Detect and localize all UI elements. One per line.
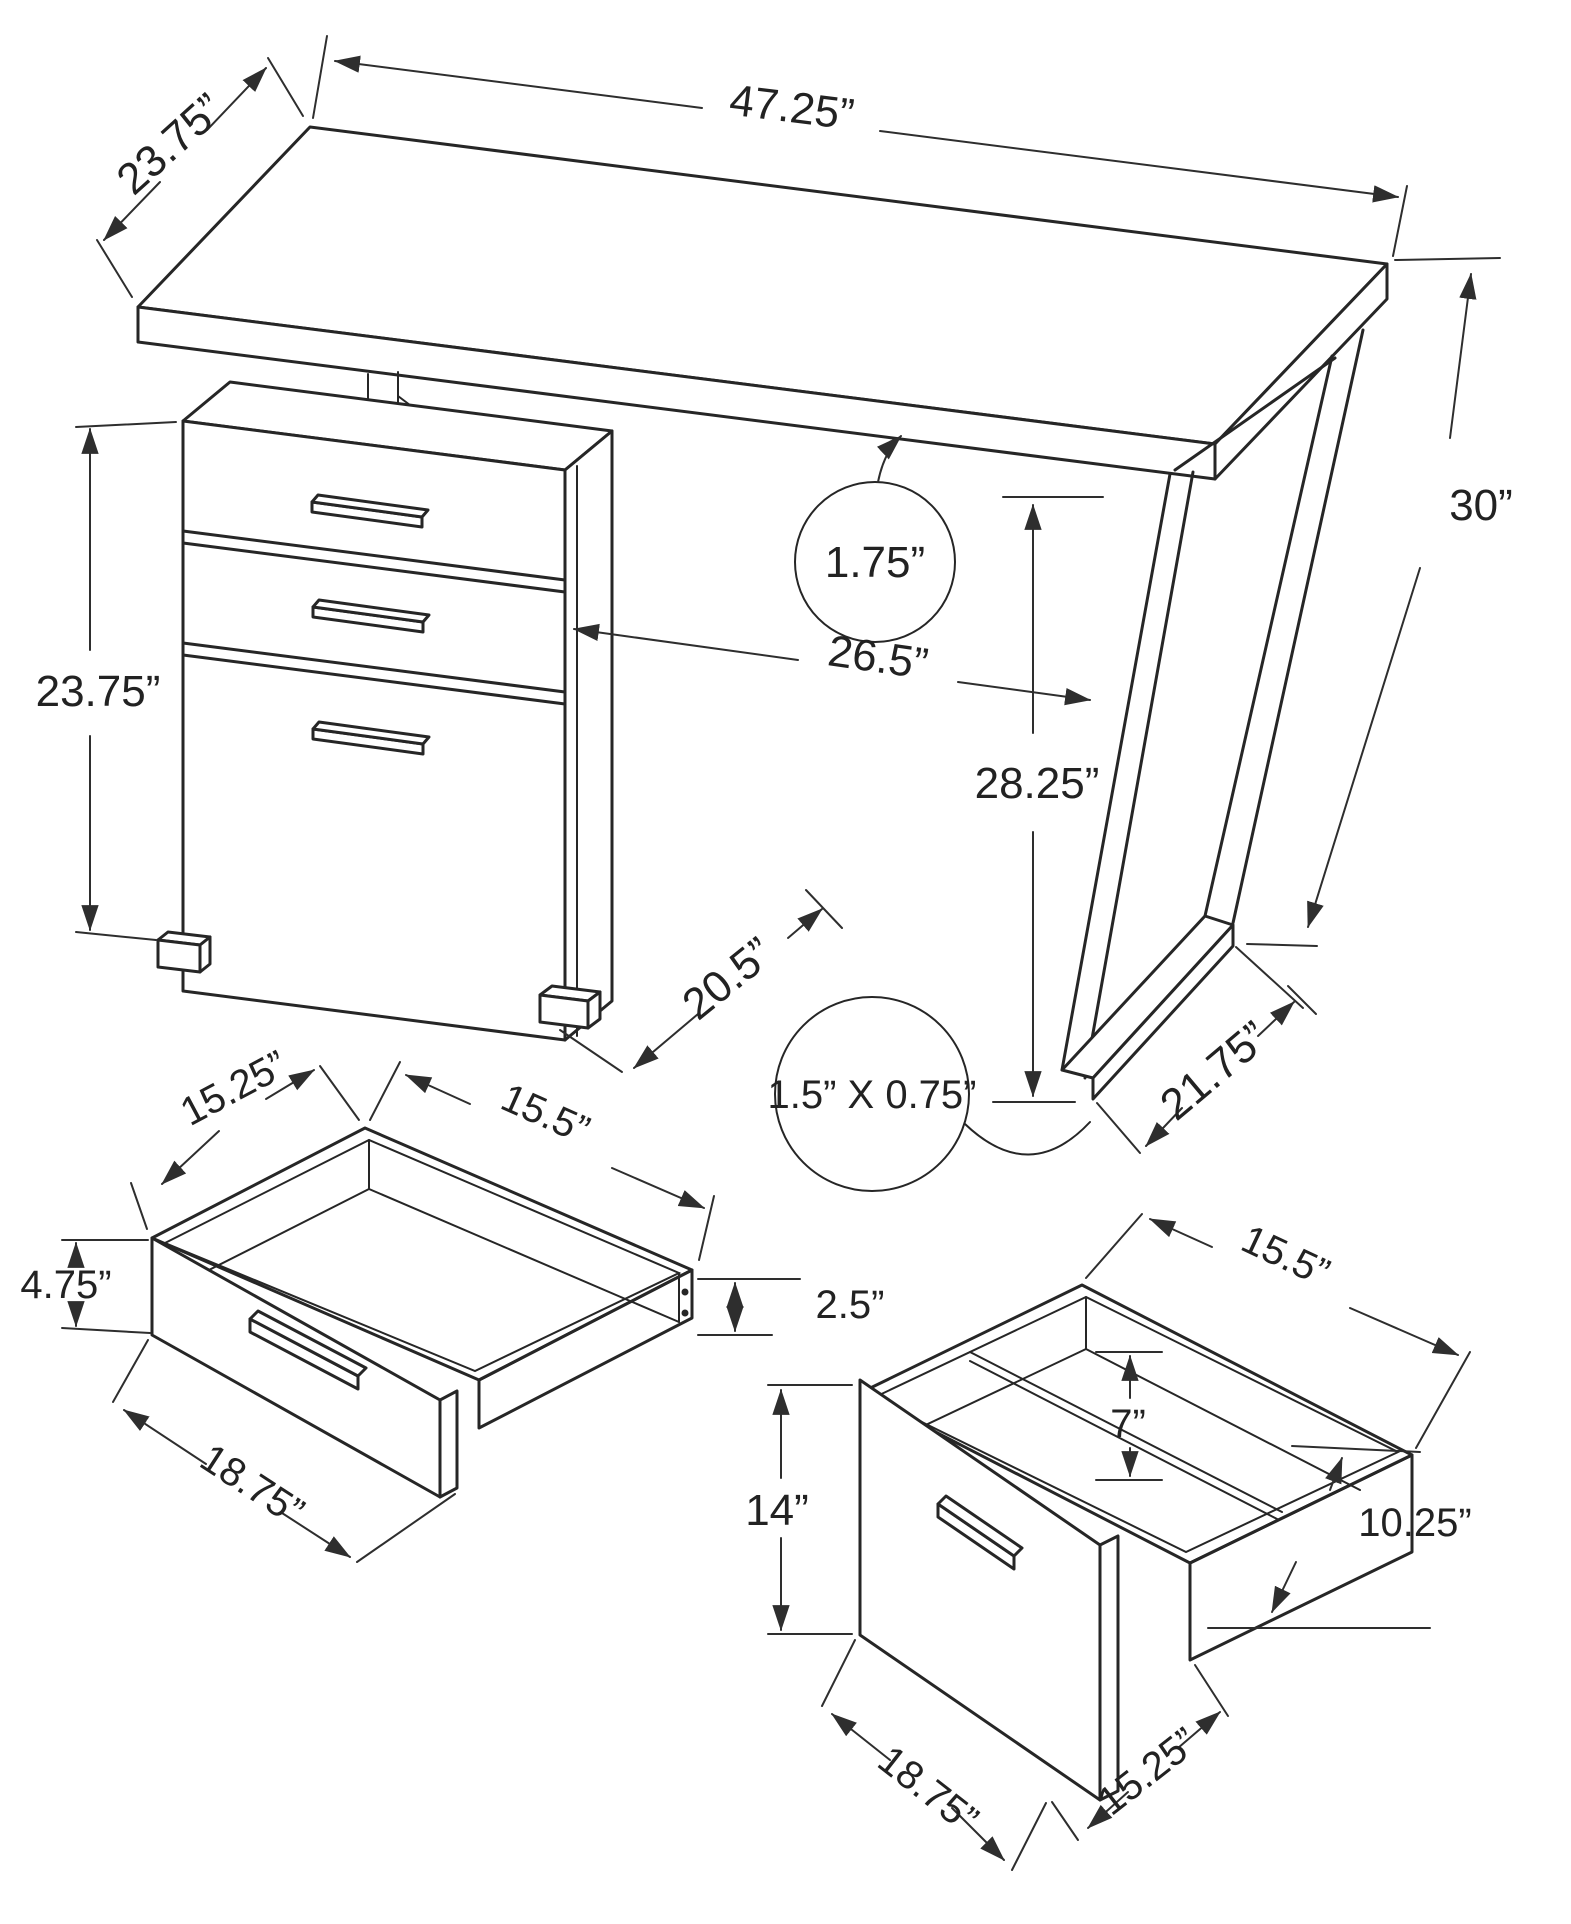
dim-file-drawer-front-height: 14” [745,1384,853,1635]
desk-figure: 47.25” 23.75” 23.75” 1.75” 2 [36,35,1513,1192]
drawer-handle [936,1494,1024,1571]
file-drawer-figure: 15.5” 7” 14” 10.25” [745,1213,1472,1871]
dim-label-knee-clearance: 26.5” [825,626,931,688]
pedestal-foot [538,984,602,1030]
dim-label-clearance-height: 28.25” [975,759,1100,808]
dim-label-small-front-width: 18.75” [193,1436,312,1535]
dim-label-top-width: 47.25” [727,76,857,140]
dim-label-file-outer-depth: 15.5” [1235,1217,1336,1295]
dim-label-leg-profile: 1.5” X 0.75” [767,1073,976,1117]
dim-label-small-inner-depth: 15.25” [173,1042,294,1134]
callout-top-thickness: 1.75” [794,435,956,643]
dim-small-drawer-front-height: 4.75” [20,1239,151,1334]
drawer-pedestal [156,380,614,1042]
dim-label-small-front-height: 4.75” [20,1263,111,1307]
dim-label-small-side-height: 2.5” [816,1283,885,1327]
dim-label-file-front-height: 14” [745,1486,809,1535]
dim-label-top-depth: 23.75” [108,84,234,204]
callout-leg-profile: 1.5” X 0.75” [767,996,1091,1192]
dim-small-drawer-inner-depth: 15.25” [130,1042,360,1230]
small-drawer-figure: 15.25” 15.5” 4.75” 2.5” [20,1042,885,1563]
dim-file-drawer-rail-height: 7” [1095,1351,1163,1481]
pedestal-foot [156,930,212,974]
drawer-handle [311,598,431,634]
dim-small-drawer-outer-depth: 15.5” [369,1061,715,1261]
dim-pedestal-height: 23.75” [36,421,177,941]
dim-overall-height: 30” [1246,257,1513,947]
drawer-handle [311,720,431,756]
dim-clearance-height: 28.25” [975,496,1104,1103]
drawer-handle [310,493,430,529]
dim-label-file-side-height: 10.25” [1358,1501,1471,1545]
dim-label-top-thickness: 1.75” [825,538,925,587]
dim-small-drawer-side-height: 2.5” [697,1278,885,1336]
dim-label-file-rail-height: 7” [1110,1402,1146,1446]
metal-leg-frame [1060,328,1365,1101]
dim-label-pedestal-base-depth: 20.5” [673,928,782,1029]
desk-top [136,125,1389,481]
dim-label-small-outer-depth: 15.5” [495,1075,596,1152]
dim-label-leg-base-depth: 21.75” [1151,1012,1278,1130]
dim-file-drawer-side-height: 10.25” [1207,1445,1472,1629]
dim-knee-clearance-width: 26.5” [572,623,1092,706]
dim-label-overall-height: 30” [1449,481,1513,530]
drawer-handle [248,1309,368,1391]
dim-label-file-front-width: 18.75” [870,1738,986,1843]
dim-label-pedestal-height: 23.75” [36,667,161,716]
